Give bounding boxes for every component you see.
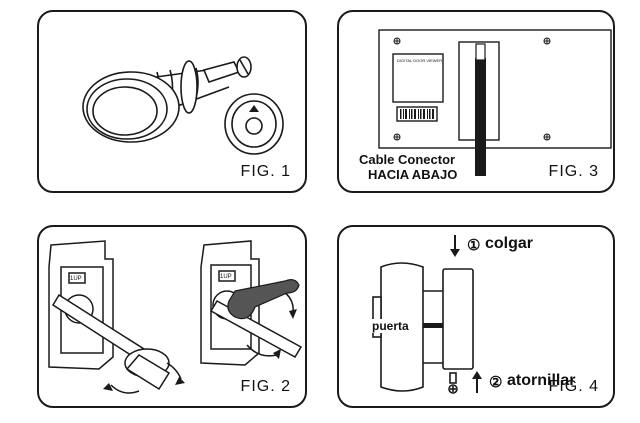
fig3-label: FIG. 3: [548, 163, 599, 180]
fig3-caption-line1: Cable Conector: [359, 152, 456, 167]
fig3-panel: DIGITAL DOOR VIEWER Cable Conector HACIA…: [337, 10, 615, 193]
fig3-caption-line2: HACIA ABAJO: [368, 167, 458, 182]
fig3-monitor-back-illustration: [378, 29, 612, 176]
step2-marker: ②: [489, 374, 503, 391]
up-arrow-icon: [249, 105, 259, 112]
fig2-label: FIG. 2: [240, 378, 291, 395]
sticker-text: DIGITAL DOOR VIEWER: [397, 58, 443, 63]
fig2-tag-left: 1UP: [70, 276, 82, 282]
door-label: puerta: [371, 319, 410, 333]
fig1-peephole-illustration: [82, 56, 284, 155]
fig1-panel: FIG. 1: [37, 10, 307, 193]
fig2-tag-right: 1UP: [220, 274, 232, 280]
fig4-panel: ① colgar puerta ② atornillar FIG. 4: [337, 225, 615, 408]
fig2-panel: 1UP 1UP FIG. 2: [37, 225, 307, 408]
fig1-label: FIG. 1: [240, 163, 291, 180]
step1-marker: ①: [467, 237, 481, 254]
fig2-tightening-illustration: [48, 240, 303, 394]
step2-label: atornillar: [507, 372, 576, 389]
step1-label: colgar: [485, 235, 534, 252]
fig4-label: FIG. 4: [548, 378, 599, 395]
